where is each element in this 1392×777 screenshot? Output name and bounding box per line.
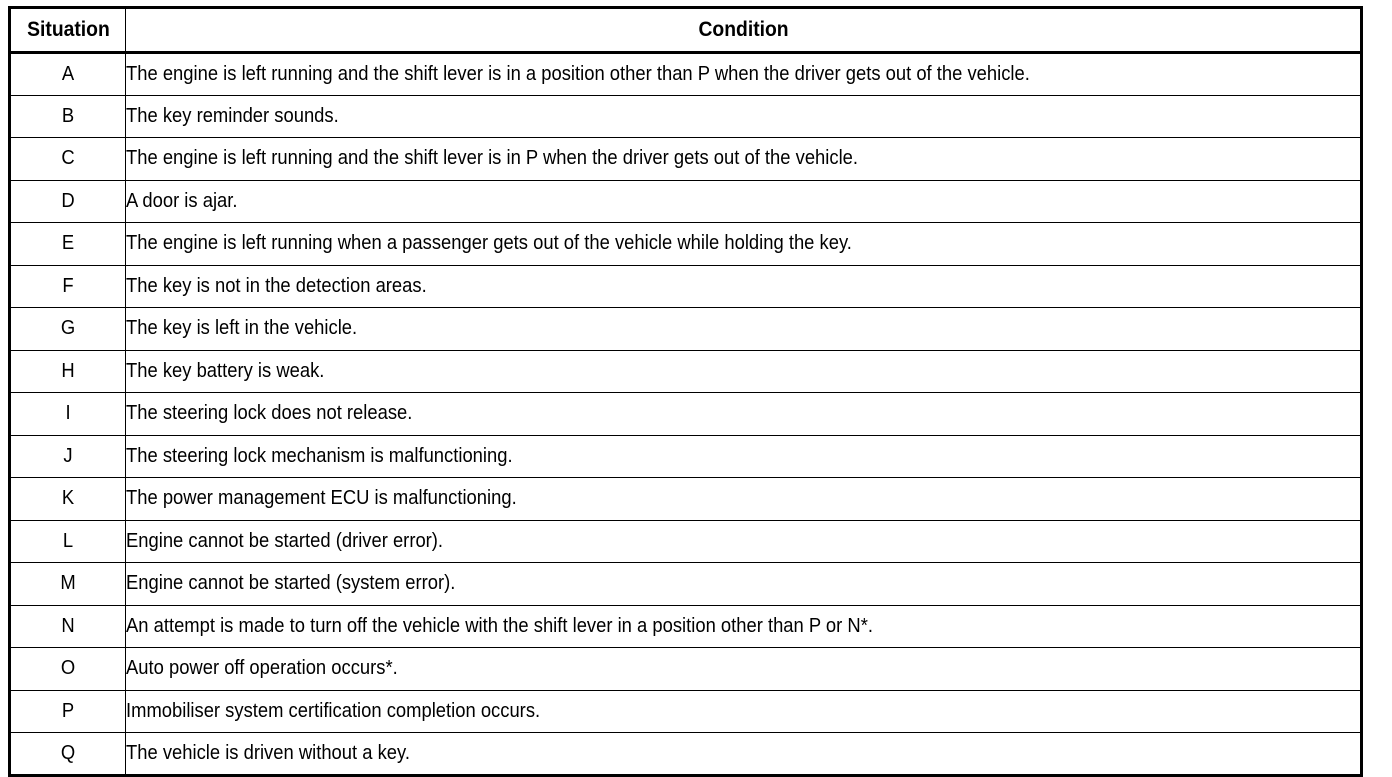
cell-condition: The steering lock does not release. <box>125 392 1362 436</box>
condition-text: The power management ECU is malfunctioni… <box>126 487 517 510</box>
condition-text: Engine cannot be started (driver error). <box>126 529 444 552</box>
situation-label: P <box>61 699 75 722</box>
condition-text: An attempt is made to turn off the vehic… <box>126 614 873 637</box>
cell-condition: The key reminder sounds. <box>125 94 1362 138</box>
cell-situation: G <box>9 307 126 351</box>
table-row: K The power management ECU is malfunction… <box>9 477 1362 521</box>
table-row: H The key battery is weak. <box>9 349 1362 393</box>
cell-condition: Engine cannot be started (driver error). <box>125 519 1362 563</box>
situation-label: A <box>61 62 75 85</box>
situation-label: E <box>61 232 75 255</box>
cell-situation: L <box>9 519 126 563</box>
table-row: F The key is not in the detection areas. <box>9 264 1362 308</box>
cell-condition: A door is ajar. <box>125 179 1362 223</box>
cell-situation: P <box>9 689 126 733</box>
cell-situation: M <box>9 562 126 606</box>
cell-situation: N <box>9 604 126 648</box>
cell-situation: E <box>9 222 126 266</box>
cell-situation: K <box>9 477 126 521</box>
cell-situation: J <box>9 434 126 478</box>
cell-condition: The engine is left running and the shift… <box>125 137 1362 181</box>
cell-condition: Immobiliser system certification complet… <box>125 689 1362 733</box>
situation-label: F <box>62 274 74 297</box>
cell-situation: F <box>9 264 126 308</box>
condition-text: The key reminder sounds. <box>126 104 339 127</box>
table-body: A The engine is left running and the shif… <box>9 52 1362 775</box>
cell-condition: The engine is left running when a passen… <box>125 222 1362 266</box>
cell-situation: C <box>9 137 126 181</box>
table-header: Situation Condition <box>10 7 1362 54</box>
condition-text: The key is left in the vehicle. <box>126 317 358 340</box>
table-row: D A door is ajar. <box>9 179 1362 223</box>
condition-text: The key is not in the detection areas. <box>126 274 427 297</box>
cell-condition: The key is left in the vehicle. <box>125 307 1362 351</box>
situation-label: B <box>61 104 75 127</box>
situation-label: K <box>61 487 75 510</box>
condition-text: The steering lock does not release. <box>126 402 413 425</box>
situation-condition-table: Situation Condition A The engine is left … <box>8 6 1363 777</box>
cell-condition: An attempt is made to turn off the vehic… <box>125 604 1362 648</box>
situation-label: G <box>60 317 76 340</box>
situation-label: M <box>60 572 76 595</box>
situation-label: D <box>61 189 75 212</box>
column-header-condition: Condition <box>174 7 1313 54</box>
cell-condition: The steering lock mechanism is malfuncti… <box>125 434 1362 478</box>
situation-label: Q <box>60 741 76 764</box>
condition-text: Engine cannot be started (system error). <box>126 572 456 595</box>
table-row: L Engine cannot be started (driver error)… <box>9 519 1362 563</box>
table-row: J The steering lock mechanism is malfunct… <box>9 434 1362 478</box>
cell-condition: The key battery is weak. <box>125 349 1362 393</box>
table-row: G The key is left in the vehicle. <box>9 307 1362 351</box>
table-header-row: Situation Condition <box>10 7 1362 54</box>
situation-label: O <box>60 657 76 680</box>
cell-situation: O <box>9 647 126 691</box>
cell-condition: The vehicle is driven without a key. <box>125 732 1362 775</box>
condition-text: The key battery is weak. <box>126 359 325 382</box>
table-row: Q The vehicle is driven without a key. <box>9 732 1362 775</box>
condition-text: The engine is left running when a passen… <box>126 232 852 255</box>
cell-condition: Engine cannot be started (system error). <box>125 562 1362 606</box>
table-row: N An attempt is made to turn off the vehi… <box>9 604 1362 648</box>
condition-text: A door is ajar. <box>126 189 238 212</box>
situation-label: L <box>62 529 74 552</box>
situation-label: H <box>61 359 75 382</box>
cell-situation: I <box>9 392 126 436</box>
table-row: E The engine is left running when a passe… <box>9 222 1362 266</box>
situation-label: C <box>61 147 75 170</box>
situation-label: N <box>61 614 75 637</box>
cell-condition: The power management ECU is malfunctioni… <box>125 477 1362 521</box>
cell-situation: B <box>9 94 126 138</box>
cell-situation: Q <box>9 732 126 775</box>
cell-condition: The engine is left running and the shift… <box>125 52 1362 96</box>
condition-text: The engine is left running and the shift… <box>126 62 1030 85</box>
table-row: O Auto power off operation occurs*. <box>9 647 1362 691</box>
table-row: C The engine is left running and the shif… <box>9 137 1362 181</box>
condition-text: The vehicle is driven without a key. <box>126 741 410 764</box>
condition-text: Immobiliser system certification complet… <box>126 699 541 722</box>
table-row: I The steering lock does not release. <box>9 392 1362 436</box>
situation-label: J <box>63 444 73 467</box>
table-row: B The key reminder sounds. <box>9 94 1362 138</box>
table-row: A The engine is left running and the shif… <box>9 52 1362 96</box>
condition-text: Auto power off operation occurs*. <box>126 657 398 680</box>
cell-situation: D <box>9 179 126 223</box>
cell-situation: A <box>9 52 126 96</box>
table-row: M Engine cannot be started (system error)… <box>9 562 1362 606</box>
situation-label: I <box>65 402 71 425</box>
condition-text: The steering lock mechanism is malfuncti… <box>126 444 513 467</box>
column-header-situation: Situation <box>14 7 122 54</box>
column-header-situation-label: Situation <box>26 17 110 41</box>
condition-text: The engine is left running and the shift… <box>126 147 859 170</box>
cell-condition: The key is not in the detection areas. <box>125 264 1362 308</box>
column-header-condition-label: Condition <box>697 17 789 41</box>
cell-situation: H <box>9 349 126 393</box>
cell-condition: Auto power off operation occurs*. <box>125 647 1362 691</box>
table-row: P Immobiliser system certification comple… <box>9 689 1362 733</box>
